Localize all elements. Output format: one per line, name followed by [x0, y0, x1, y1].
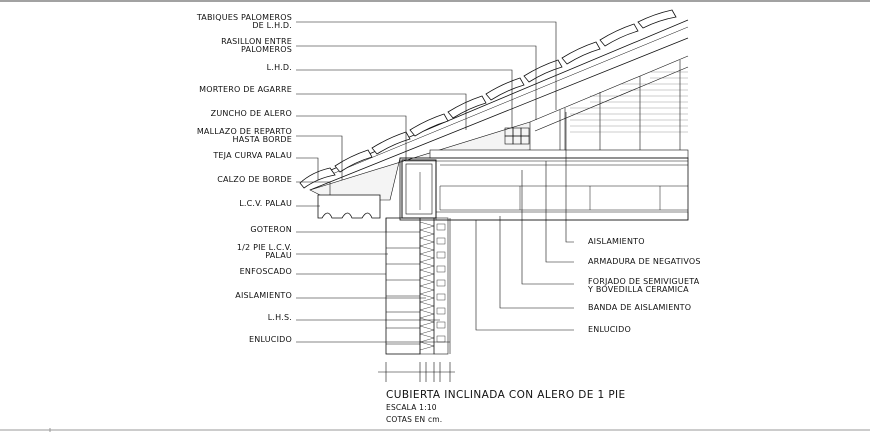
label-left-0-line-0: TABIQUES PALOMEROS: [196, 13, 292, 22]
label-left-13-line-0: L.H.S.: [268, 313, 292, 322]
exterior-wall: [385, 217, 421, 355]
label-left-5-line-0: MALLAZO DE REPARTO: [197, 127, 292, 136]
label-left-14-line-0: ENLUCIDO: [249, 335, 292, 344]
label-left-1-line-0: RASILLON ENTRE: [221, 37, 292, 46]
label-left-0-line-1: DE L.H.D.: [252, 21, 292, 30]
drawing-scale: ESCALA 1:10: [386, 403, 437, 412]
title-block: CUBIERTA INCLINADA CON ALERO DE 1 PIE ES…: [386, 389, 626, 424]
drawing-title: CUBIERTA INCLINADA CON ALERO DE 1 PIE: [386, 389, 626, 401]
labels-right: AISLAMIENTO ARMADURA DE NEGATIVOS FORJADO …: [587, 237, 701, 334]
label-left-8-line-0: L.C.V. PALAU: [239, 199, 292, 208]
interior-wall: [433, 217, 449, 355]
insulation-strip: [429, 149, 689, 159]
label-right-3-line-0: BANDA DE AISLAMIENTO: [588, 303, 691, 312]
eave-brick: [317, 194, 381, 219]
drawing-units: COTAS EN cm.: [386, 415, 442, 424]
label-left-5-line-1: HASTA BORDE: [233, 135, 292, 144]
label-left-11-line-0: ENFOSCADO: [240, 267, 292, 276]
label-left-9-line-0: GOTERON: [250, 225, 292, 234]
bovedilla-ribs: [439, 186, 661, 210]
label-right-4-line-0: ENLUCIDO: [588, 325, 631, 334]
label-right-2-line-0: FORJADO DE SEMIVIGUETA: [588, 277, 700, 286]
label-left-6-line-0: TEJA CURVA PALAU: [212, 151, 292, 160]
label-right-0-line-0: AISLAMIENTO: [588, 237, 645, 246]
label-left-10-line-0: 1/2 PIE L.C.V.: [237, 243, 292, 252]
label-left-12-line-0: AISLAMIENTO: [235, 291, 292, 300]
label-left-7-line-0: CALZO DE BORDE: [217, 175, 292, 184]
exterior-wall-courses: [386, 231, 420, 345]
label-right-1-line-0: ARMADURA DE NEGATIVOS: [588, 257, 701, 266]
label-left-3-line-0: MORTERO DE AGARRE: [199, 85, 292, 94]
dimension-line: [378, 362, 455, 382]
hollow-brick-row: [529, 55, 689, 132]
roof-tile-layer: [302, 26, 689, 187]
small-bricks: [504, 127, 530, 145]
label-right-2-line-1: Y BOVEDILLA CERAMICA: [587, 285, 689, 294]
leader-lines: [296, 21, 574, 343]
roof-void-hatch: [570, 71, 688, 133]
palomero-walls: [559, 60, 681, 150]
label-left-1-line-1: PALOMEROS: [241, 45, 292, 54]
eave-beam: [401, 159, 437, 219]
label-left-2-line-0: L.H.D.: [267, 63, 292, 72]
roof-underside-line: [309, 37, 689, 191]
insulation-band: [435, 211, 689, 221]
insulation-zigzag: [419, 221, 435, 351]
label-left-10-line-1: PALAU: [265, 251, 292, 260]
section-geometry: [299, 9, 689, 382]
tiles: [299, 9, 677, 189]
label-left-4-line-0: ZUNCHO DE ALERO: [211, 109, 292, 118]
slab-body: [399, 157, 689, 221]
interior-wall-holes: [436, 223, 446, 343]
